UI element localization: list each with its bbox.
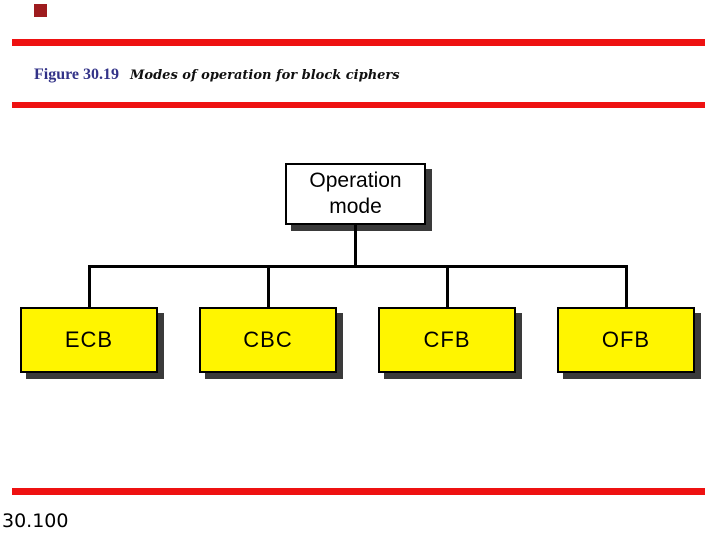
- connector-root-drop: [354, 225, 357, 268]
- connector-drop-ofb: [625, 266, 628, 307]
- connector-drop-cbc: [267, 266, 270, 307]
- connector-drop-ecb: [88, 266, 91, 307]
- diagram-node-ofb: OFB: [557, 307, 695, 373]
- diagram-node-cbc: CBC: [199, 307, 337, 373]
- figure-number: Figure 30.19: [34, 66, 120, 83]
- figure-caption: Modes of operation for block ciphers: [130, 68, 400, 83]
- page-number: 30.100: [2, 510, 69, 532]
- diagram-node-cfb: CFB: [378, 307, 516, 373]
- title-underline: [12, 102, 705, 108]
- figure-title: Figure 30.19 Modes of operation for bloc…: [34, 66, 400, 84]
- connector-drop-cfb: [446, 266, 449, 307]
- diagram-root-node: Operation mode: [285, 163, 426, 225]
- bottom-divider-line: [12, 488, 705, 495]
- slide-bullet-square: [34, 4, 47, 17]
- connector-horizontal-line: [88, 265, 628, 268]
- diagram-node-ecb: ECB: [20, 307, 158, 373]
- top-divider-line: [12, 39, 705, 46]
